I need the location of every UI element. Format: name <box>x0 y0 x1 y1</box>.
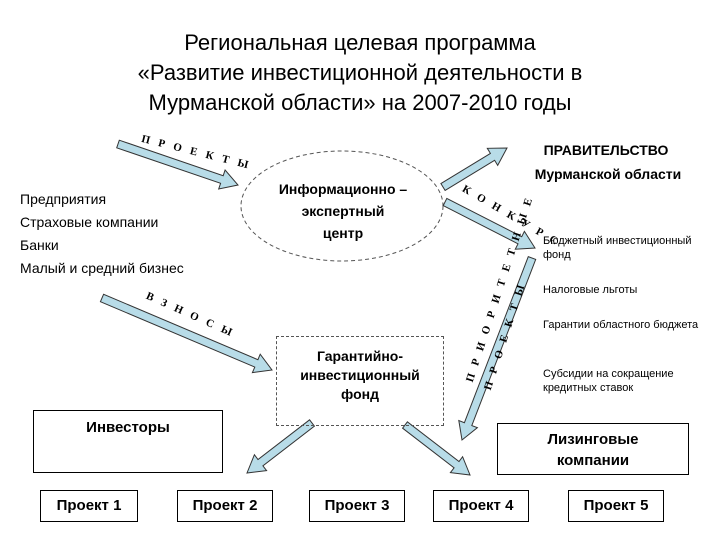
arrow-center-to-instruments <box>442 197 536 250</box>
info-center-label: Информационно – экспертный центр <box>263 178 423 244</box>
source-item: Малый и средний бизнес <box>20 260 184 276</box>
source-item: Страховые компании <box>20 214 159 230</box>
guarantee-fund-box: Гарантийно- инвестиционный фонд <box>276 336 444 426</box>
arrow-layer <box>99 139 537 476</box>
project-box-3: Проект 3 <box>309 490 405 522</box>
info-center-line-2: экспертный <box>301 203 385 219</box>
title-line-2: «Развитие инвестиционной деятельности в <box>137 60 583 85</box>
fund-line-3: фонд <box>341 386 379 402</box>
title-line-1: Региональная целевая программа <box>184 30 536 55</box>
info-center-line-1: Информационно – <box>278 181 408 197</box>
source-item: Банки <box>20 237 59 253</box>
instrument-item: Бюджетный инвестиционный фонд <box>543 235 692 261</box>
arrow-projects-to-center <box>116 139 239 190</box>
leasing-box: Лизинговые компании <box>497 423 689 475</box>
source-item: Предприятия <box>20 191 107 207</box>
project-box-1: Проект 1 <box>40 490 138 522</box>
investors-box: Инвесторы <box>33 410 223 473</box>
leasing-line-1: Лизинговые <box>547 431 639 448</box>
instrument-item: Субсидии на сокращение кредитных ставок <box>543 368 674 394</box>
arrow-priority-to-project-4 <box>458 255 537 441</box>
arrow-center-to-government <box>440 147 508 192</box>
arrow-fund-to-project-4 <box>401 421 471 476</box>
project-box-4: Проект 4 <box>433 490 529 522</box>
government-line-1: ПРАВИТЕЛЬСТВО <box>543 142 669 158</box>
leasing-line-2: компании <box>556 452 630 469</box>
investment-sources-list: Предприятия Страховые компании Банки Мал… <box>20 188 184 280</box>
government-line-2: Мурманской области <box>534 166 682 182</box>
arrow-contributions-to-fund <box>99 293 273 374</box>
project-box-5: Проект 5 <box>568 490 664 522</box>
project-box-2: Проект 2 <box>177 490 273 522</box>
fund-line-2: инвестиционный <box>300 367 420 383</box>
page-title: Региональная целевая программа «Развитие… <box>0 28 720 118</box>
arrow-fund-to-project-2 <box>246 419 316 474</box>
title-line-3: Мурманской области» на 2007-2010 годы <box>148 90 572 115</box>
fund-line-1: Гарантийно- <box>316 348 404 364</box>
government-label: ПРАВИТЕЛЬСТВО Мурманской области <box>508 138 708 186</box>
info-center-line-3: центр <box>322 225 364 241</box>
instrument-item: Налоговые льготы <box>543 284 638 296</box>
instrument-item: Гарантии областного бюджета <box>543 319 699 331</box>
